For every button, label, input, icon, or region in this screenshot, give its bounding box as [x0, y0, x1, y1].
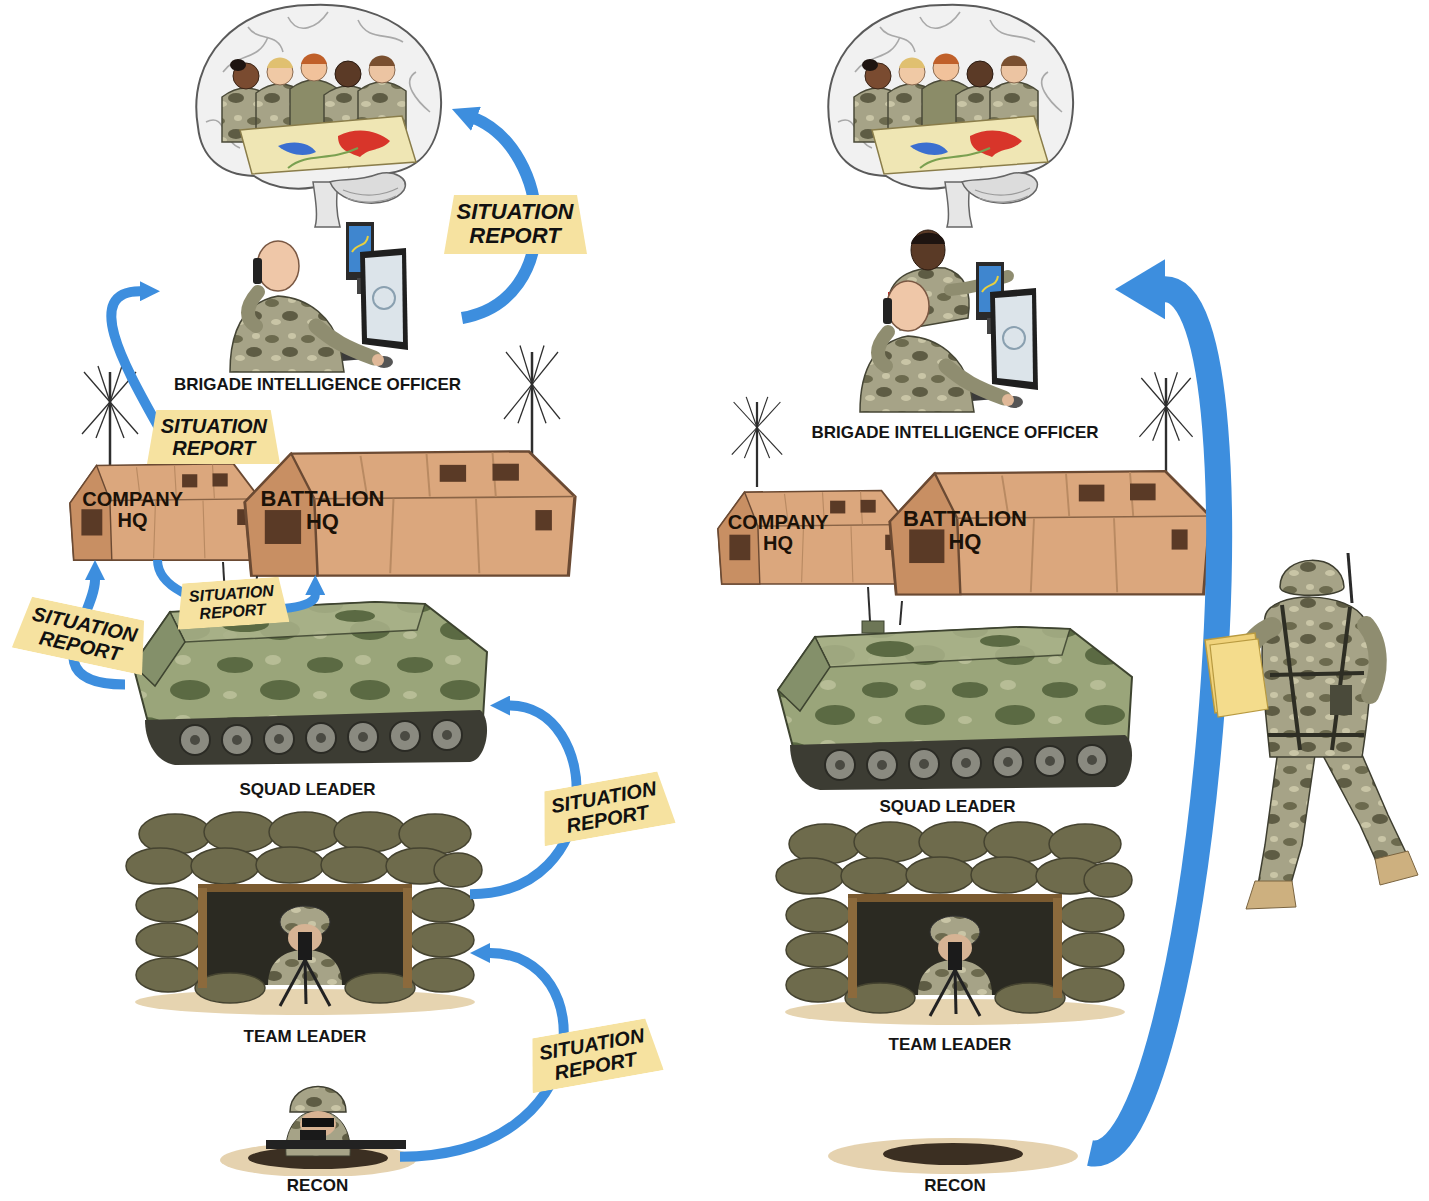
tent-label: COMPANY HQ [82, 489, 182, 531]
intelligence-officer [860, 262, 1038, 412]
courier-arrow [1090, 289, 1219, 1153]
staff-officer [911, 233, 945, 244]
tent-label: BATTALION HQ [261, 487, 385, 533]
figure-node: SQUAD LEADER [765, 612, 1130, 817]
tent-node: COMPANY HQ [70, 460, 195, 560]
figure-caption: SQUAD LEADER [876, 797, 1018, 817]
edge-label: SITUATION REPORT [147, 410, 280, 464]
tag-shape [444, 195, 587, 254]
empty-foxhole [828, 1138, 1078, 1174]
intelligence-officer [230, 222, 408, 372]
tent-node: BATTALION HQ [890, 465, 1040, 595]
radio-antenna [504, 346, 560, 460]
brain [828, 5, 1073, 227]
recon-soldier [286, 1110, 350, 1156]
courier-soldier [1246, 881, 1296, 909]
tent-node: COMPANY HQ [718, 485, 838, 580]
figure-caption: BRIGADE INTELLIGENCE OFFICER [171, 375, 464, 395]
recon-soldier [300, 1130, 326, 1140]
figure-node: RECON [820, 1110, 1090, 1196]
report-label: SITUATION REPORT [457, 200, 574, 248]
figure-caption: BRIGADE INTELLIGENCE OFFICER [808, 423, 1101, 443]
free-label: SITUATION REPORT [444, 195, 587, 254]
courier-soldier [1258, 750, 1315, 887]
figure-caption: RECON [921, 1176, 988, 1196]
tent-label: BATTALION HQ [903, 507, 1027, 553]
courier-soldier [1330, 685, 1352, 715]
recon-soldier [220, 1087, 416, 1178]
courier-soldier [1210, 639, 1268, 717]
sandbag-bunker [776, 822, 1132, 1025]
tag-shape [536, 770, 676, 846]
figure-node: TEAM LEADER [140, 812, 470, 1047]
tent [70, 464, 260, 560]
recon-soldier [290, 1087, 346, 1113]
radio-antenna [732, 397, 782, 487]
report-label: SITUATION REPORT [26, 602, 139, 667]
edge-label: SITUATION REPORT [536, 770, 676, 846]
figure-caption: TEAM LEADER [241, 1027, 370, 1047]
recon-soldier [266, 1140, 406, 1149]
armored-vehicle [133, 562, 487, 765]
staff-officer [911, 230, 945, 270]
tag-shape [147, 410, 280, 464]
tag-shape [524, 1017, 664, 1093]
radio-antenna [1139, 372, 1192, 473]
empty-foxhole [883, 1143, 1023, 1165]
tent [718, 491, 908, 585]
tent [890, 471, 1210, 594]
tag-shape [175, 576, 290, 630]
tent-label: COMPANY HQ [728, 512, 828, 554]
courier-soldier [1320, 750, 1408, 865]
figure-node: BRIGADE INTELLIGENCE OFFICER [160, 222, 475, 395]
courier-soldier [1268, 733, 1364, 737]
tent [245, 451, 575, 575]
figure-node: TEAM LEADER [790, 820, 1110, 1055]
edge-label: SITUATION REPORT [524, 1017, 664, 1093]
figure-caption: RECON [284, 1176, 351, 1196]
courier-soldier [1332, 607, 1350, 750]
figure-caption: SQUAD LEADER [236, 780, 378, 800]
figure-node: BRIGADE INTELLIGENCE OFFICER [795, 238, 1115, 443]
figure-caption: TEAM LEADER [886, 1035, 1015, 1055]
figure-node: RECON [235, 1056, 400, 1196]
sandbag-bunker [126, 812, 482, 1015]
report-label: SITUATION REPORT [161, 415, 267, 459]
brain [196, 5, 441, 227]
courier-soldier [1205, 553, 1418, 909]
courier-soldier [1366, 625, 1378, 695]
empty-foxhole [828, 1138, 1078, 1174]
tag-shape [12, 595, 153, 675]
courier-soldier [1375, 851, 1418, 885]
report-label: SITUATION REPORT [550, 777, 662, 839]
edge-label: SITUATION REPORT [175, 576, 290, 630]
armored-vehicle [778, 587, 1132, 790]
courier-soldier [1348, 553, 1352, 603]
report-label: SITUATION REPORT [189, 582, 276, 623]
courier-soldier [1282, 605, 1300, 750]
tent-node: BATTALION HQ [250, 445, 395, 575]
report-label: SITUATION REPORT [538, 1024, 650, 1086]
courier-soldier [1270, 673, 1364, 675]
courier-soldier [1280, 560, 1344, 595]
courier-soldier [1268, 605, 1364, 750]
recon-soldier [302, 1118, 334, 1127]
edge-label: SITUATION REPORT [12, 595, 153, 675]
